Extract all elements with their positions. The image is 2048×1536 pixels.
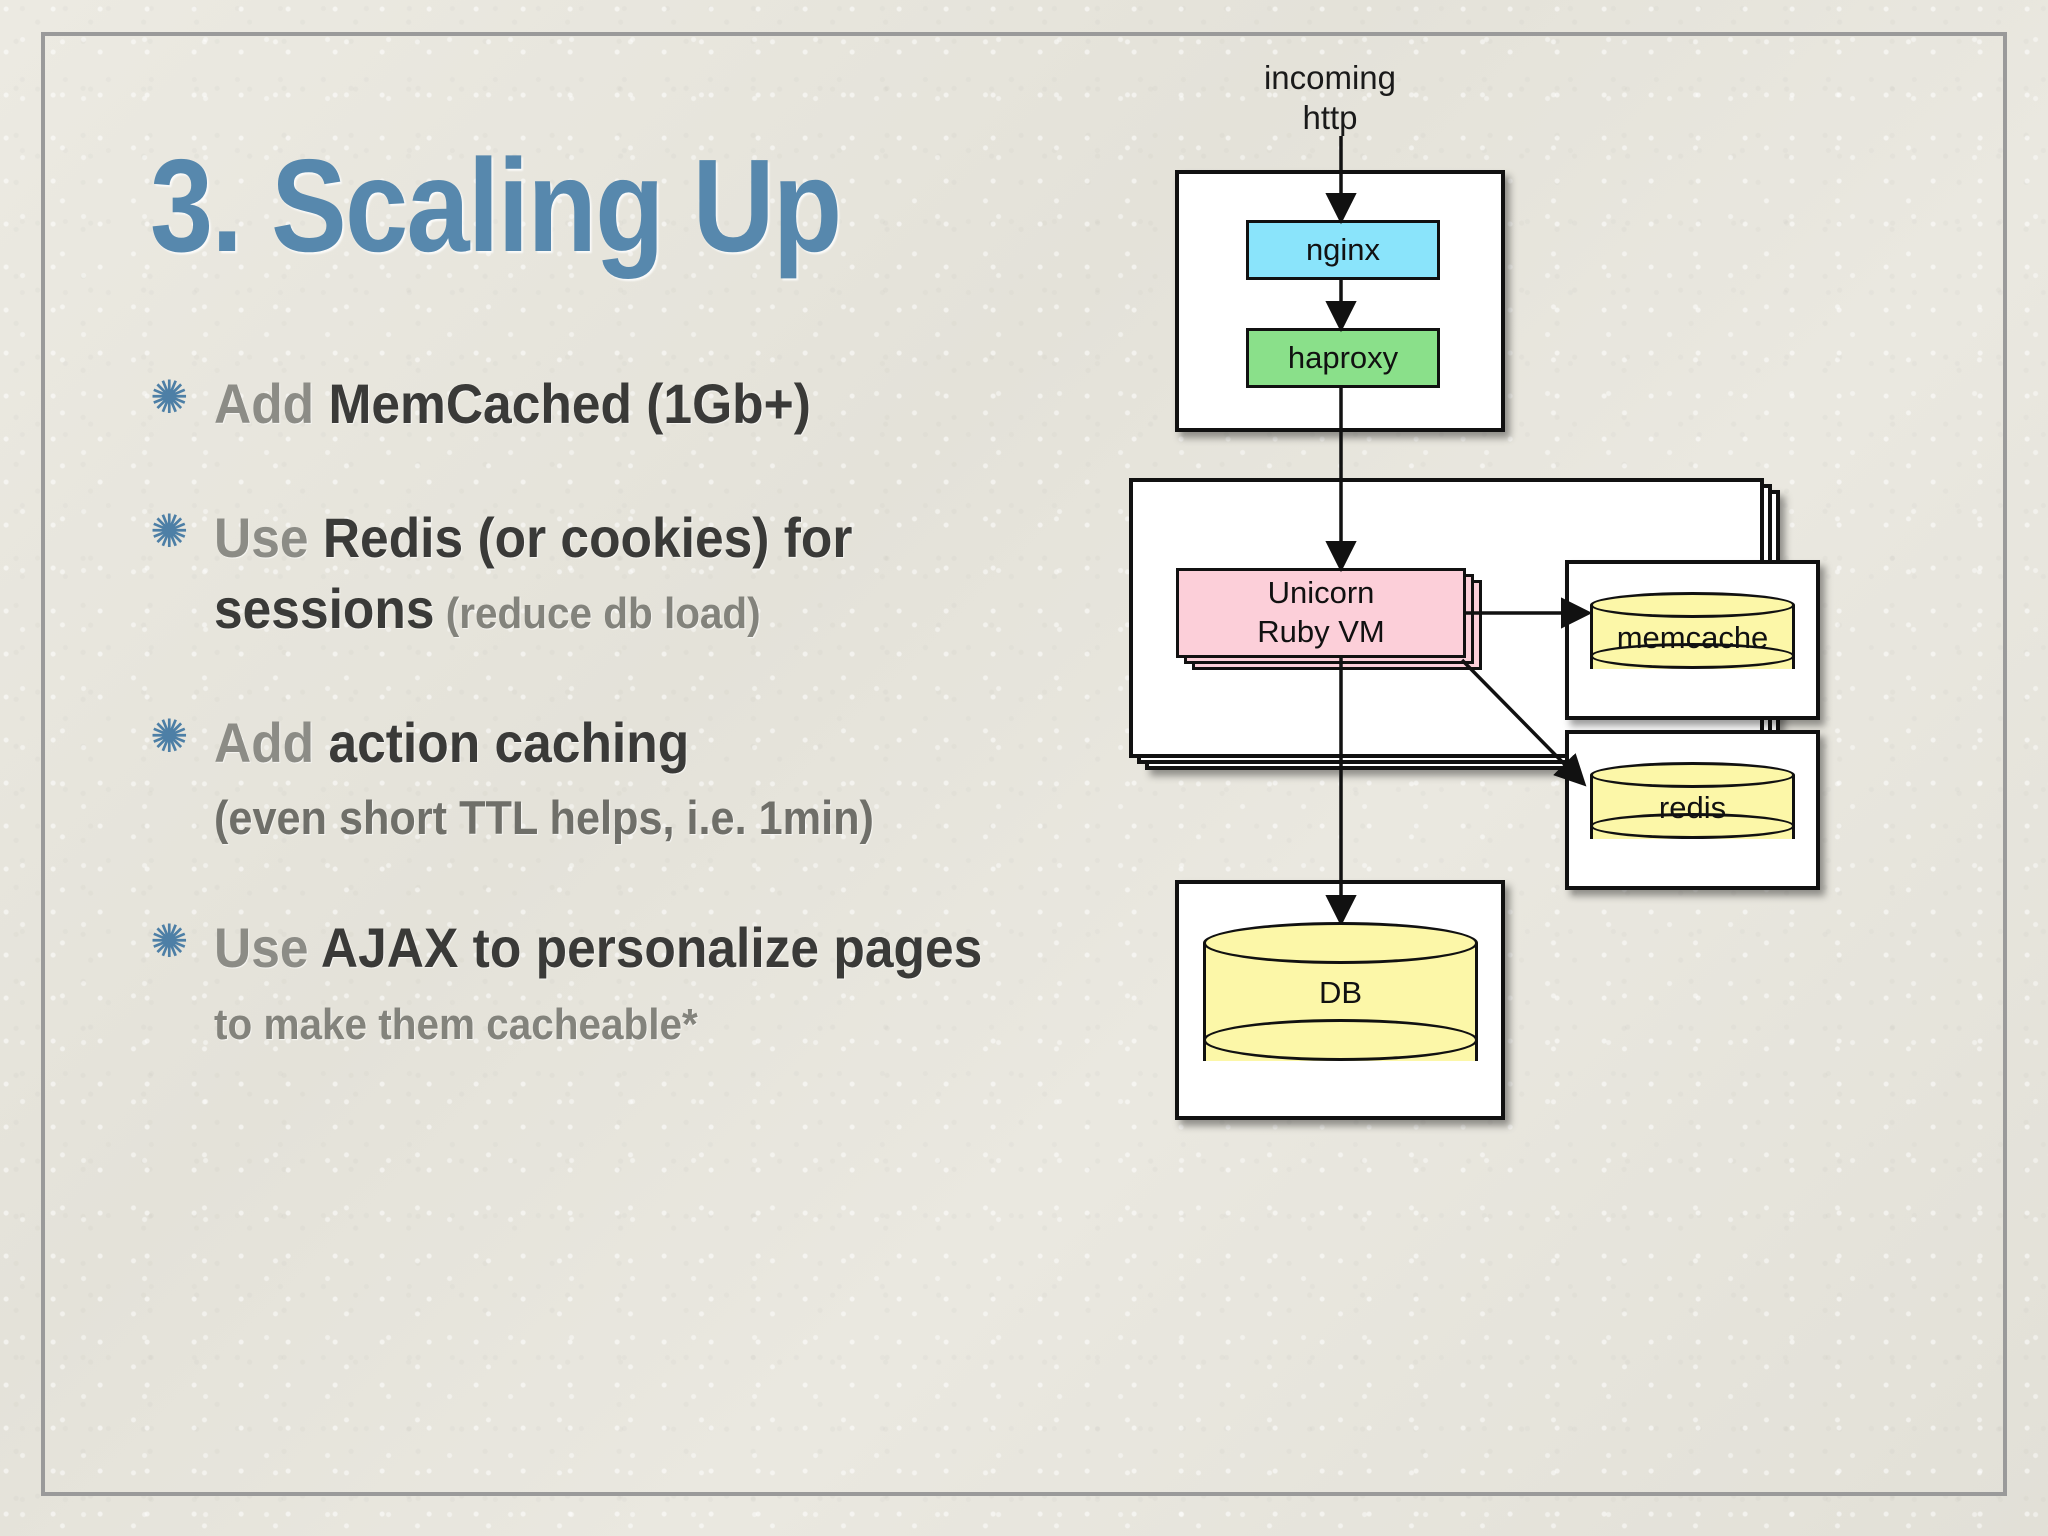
bullet-note: to make them cacheable* [214, 1000, 698, 1050]
starburst-bullet-icon: ✺ [150, 710, 189, 763]
bullet-strong: Redis (or cookies) for sessions [214, 505, 853, 641]
bullet-text: Use Redis (or cookies) for sessions (red… [214, 502, 1011, 645]
bullet-text: Add action caching (even short TTL helps… [214, 707, 1011, 850]
architecture-diagram: incoming http nginx haproxy Unicorn Ruby… [1129, 40, 2010, 1500]
bullet-lead: Use [214, 505, 323, 569]
incoming-http-label: incoming http [1263, 59, 1397, 137]
memcache-cylinder-bottom [1590, 643, 1795, 669]
bullet-item-memcached: ✺ Add MemCached (1Gb+) [150, 368, 1080, 440]
db-cylinder-bottom [1203, 1019, 1478, 1061]
node-db: DB [1203, 922, 1478, 1082]
bullet-lead: Use [214, 916, 321, 980]
node-nginx: nginx [1246, 220, 1440, 280]
node-redis: redis [1590, 762, 1795, 852]
slide-content-left: 3. Scaling Up ✺ Add MemCached (1Gb+) ✺ U… [150, 140, 1080, 1118]
node-unicorn-label: Unicorn Ruby VM [1257, 575, 1385, 649]
node-unicorn: Unicorn Ruby VM [1176, 568, 1466, 658]
starburst-bullet-icon: ✺ [150, 504, 189, 557]
memcache-cylinder-top [1590, 592, 1795, 618]
starburst-bullet-icon: ✺ [150, 915, 189, 968]
bullet-text: Use AJAX to personalize pages to make th… [214, 912, 1011, 1055]
bullet-lead: Add [214, 372, 329, 435]
bullet-strong: AJAX to personalize pages [320, 916, 983, 980]
db-cylinder-top [1203, 922, 1478, 964]
node-redis-label: redis [1658, 790, 1727, 825]
bullet-item-action-caching: ✺ Add action caching (even short TTL hel… [150, 707, 1080, 850]
node-memcache: memcache [1590, 592, 1795, 682]
bullet-list: ✺ Add MemCached (1Gb+) ✺ Use Redis (or c… [150, 368, 1080, 1056]
redis-cylinder-top [1590, 762, 1795, 788]
node-memcache-label: memcache [1616, 620, 1769, 655]
node-haproxy: haproxy [1246, 328, 1440, 388]
frontend-host-box [1175, 170, 1505, 432]
starburst-bullet-icon: ✺ [150, 371, 189, 423]
bullet-strong: action caching [328, 711, 690, 775]
node-nginx-label: nginx [1305, 231, 1381, 267]
bullet-lead: Add [214, 711, 329, 775]
bullet-item-redis-sessions: ✺ Use Redis (or cookies) for sessions (r… [150, 502, 1080, 645]
bullet-note: (reduce db load) [434, 589, 761, 639]
node-db-label: DB [1318, 975, 1363, 1010]
bullet-strong: MemCached (1Gb+) [328, 372, 811, 435]
bullet-note-block: (even short TTL helps, i.e. 1min) [214, 790, 874, 844]
page-title: 3. Scaling Up [150, 132, 842, 279]
bullet-item-ajax-personalize: ✺ Use AJAX to personalize pages to make … [150, 912, 1080, 1055]
redis-cylinder-bottom [1590, 813, 1795, 839]
bullet-text: Add MemCached (1Gb+) [214, 368, 1011, 440]
node-haproxy-label: haproxy [1287, 339, 1399, 375]
